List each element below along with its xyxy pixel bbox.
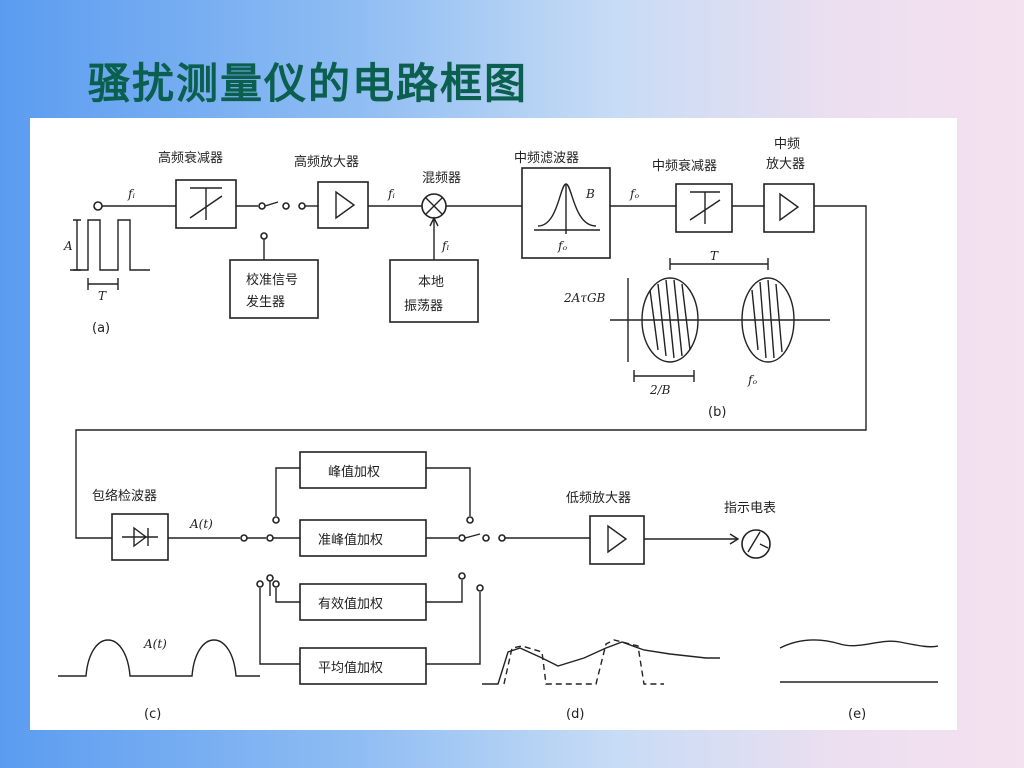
input-pulse-waveform [70, 219, 150, 290]
cal-switch-node-3 [298, 202, 306, 210]
calibration-generator-block [229, 259, 319, 319]
fi-input-label: fᵢ [127, 187, 135, 201]
two-over-b-label: 2/B [649, 383, 671, 397]
fo-burst-label: fₒ [747, 373, 757, 387]
weighted-output-waveform [482, 639, 720, 685]
fl-label: fₗ [441, 239, 449, 253]
caption-e: (e) [848, 707, 866, 722]
cal-switch-node-2 [282, 202, 290, 210]
hf-attenuator-label: 高频衰减器 [158, 150, 223, 166]
circuit-diagram-panel: A T (a) fᵢ 高频衰减器 高频放大器 fᵢ 校准信号 发生器 混频器 f… [30, 118, 957, 730]
local-osc-label-1: 本地 [418, 275, 444, 290]
rms-select-node [266, 574, 274, 582]
slide-title: 骚扰测量仪的电路框图 [88, 59, 529, 108]
peak-select-node [272, 516, 280, 524]
period-b-label: T [710, 249, 719, 263]
at-wave-label: A(t) [143, 637, 167, 651]
if-amplifier-label-1: 中频 [774, 137, 800, 152]
envelope-waveform [58, 639, 260, 677]
calibration-label-1: 校准信号 [246, 272, 298, 288]
peak-weighting-label: 峰值加权 [328, 464, 380, 480]
if-amplifier-block [763, 183, 815, 233]
caption-c: (c) [144, 707, 161, 722]
peak-out-node [466, 516, 474, 524]
indicator-meter-symbol [741, 529, 771, 559]
if-filter-label: 中频滤波器 [514, 151, 579, 166]
peak-weighting-block [299, 451, 427, 489]
lf-amplifier-label: 低频放大器 [566, 491, 631, 506]
indicator-meter-label: 指示电表 [724, 501, 776, 516]
mixer-label: 混频器 [422, 171, 461, 186]
rms-weighting-block [299, 583, 427, 621]
average-weighting-label: 平均值加权 [318, 660, 383, 676]
cal-switch-node-1 [258, 202, 266, 210]
weighting-out-node-2 [482, 534, 490, 542]
avg-out-node-top [476, 584, 484, 592]
if-attenuator-label: 中频衰减器 [652, 158, 717, 174]
weighting-select-node [266, 534, 274, 542]
envelope-detector-label: 包络检波器 [92, 488, 157, 504]
cal-switch-node-4 [260, 232, 268, 240]
period-label: T [98, 289, 107, 303]
lf-amplifier-block [589, 515, 645, 565]
fi-mid-label: fᵢ [387, 187, 395, 201]
local-oscillator-block [389, 259, 479, 323]
fo-label: fₒ [629, 187, 639, 201]
block-diagram: A T (a) fᵢ 高频衰减器 高频放大器 fᵢ 校准信号 发生器 混频器 f… [58, 137, 939, 722]
input-terminal [93, 201, 103, 211]
hf-amplifier-block [317, 181, 369, 229]
detector-output-node [240, 534, 248, 542]
hf-amplifier-label: 高频放大器 [294, 154, 359, 170]
caption-b: (b) [708, 405, 726, 420]
quasi-peak-weighting-block [299, 519, 427, 557]
quasi-peak-weighting-label: 准峰值加权 [318, 532, 383, 548]
weighting-out-node-1 [458, 534, 466, 542]
rms-in-node [272, 580, 280, 588]
fo-filter-label: fₒ [557, 239, 567, 253]
if-attenuator-block [675, 183, 733, 233]
rms-out-node [458, 572, 466, 580]
calibration-label-2: 发生器 [246, 294, 285, 310]
average-weighting-block [299, 647, 427, 685]
if-burst-waveform [610, 258, 830, 382]
two-a-tgb-label: 2AτGB [563, 291, 606, 305]
if-amplifier-label-2: 放大器 [766, 157, 805, 172]
meter-reading-waveform [779, 639, 939, 683]
amplitude-label: A [63, 239, 73, 253]
weighting-out-node-3 [498, 534, 506, 542]
rms-weighting-label: 有效值加权 [318, 596, 383, 612]
bandwidth-label: B [585, 187, 595, 201]
avg-in-node [256, 580, 264, 588]
at-mid-label: A(t) [189, 517, 213, 531]
caption-d: (d) [566, 707, 584, 722]
caption-a: (a) [92, 321, 110, 336]
local-osc-label-2: 振荡器 [404, 299, 443, 314]
